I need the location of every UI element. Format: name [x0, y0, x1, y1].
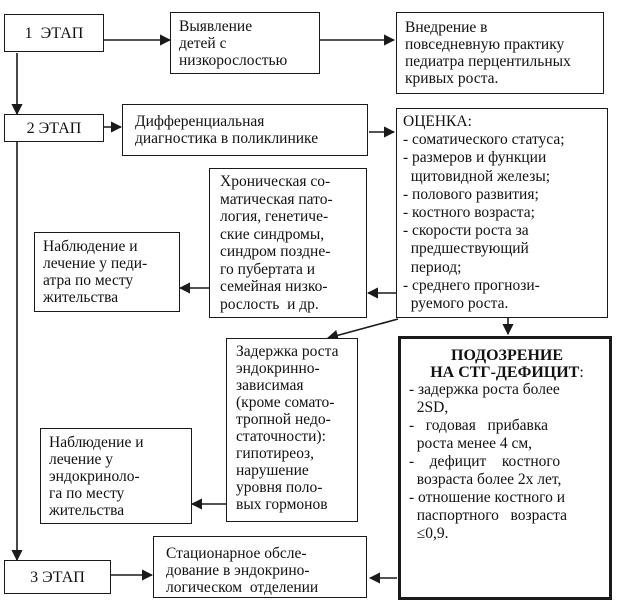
chronic-box: Хроническая со- матическая пато- логия, … — [209, 168, 367, 318]
suspicion-colon: : — [579, 364, 584, 381]
suspicion-title-text: ПОДОЗРЕНИЕ НА СТГ-ДЕФИЦИТ — [430, 347, 580, 381]
stage-2-label: 2 ЭТАП — [26, 119, 82, 137]
suspicion-title: ПОДОЗРЕНИЕ НА СТГ-ДЕФИЦИТ: — [409, 347, 605, 381]
assessment-box: ОЦЕНКА: - соматического статуса; - разме… — [396, 108, 608, 318]
suspicion-box: ПОДОЗРЕНИЕ НА СТГ-ДЕФИЦИТ: - задержка ро… — [398, 336, 612, 600]
endocrine-delay-text: Задержка роста эндокринно- зависимая (кр… — [236, 343, 339, 513]
pediatrician-text: Наблюдение и лечение у педи- атра по мес… — [43, 238, 148, 306]
inpatient-box: Стационарное обсле- дование в эндокрино-… — [153, 536, 367, 598]
endocrinologist-box: Наблюдение и лечение у эндокриноло- га п… — [40, 428, 192, 524]
differential-text: Дифференциальная диагностика в поликлини… — [135, 113, 319, 147]
stage-1-box: 1 ЭТАП — [4, 14, 104, 52]
stage-3-label: 3 ЭТАП — [30, 568, 85, 586]
implementation-text: Внедрение в повседневную практику педиат… — [405, 19, 571, 87]
implementation-box: Внедрение в повседневную практику педиат… — [396, 12, 604, 94]
endocrine-delay-box: Задержка роста эндокринно- зависимая (кр… — [226, 338, 358, 522]
stage-2-box: 2 ЭТАП — [4, 114, 104, 142]
arrow-assessment-to-endocrine-delay — [326, 318, 399, 341]
suspicion-text: - задержка роста более 2SD, - годовая пр… — [409, 381, 567, 542]
endocrinologist-text: Наблюдение и лечение у эндокриноло- га п… — [49, 434, 144, 519]
stage-1-label: 1 ЭТАП — [24, 24, 84, 42]
detection-box: Выявление детей с низкорослостью — [170, 12, 320, 74]
chronic-text: Хроническая со- матическая пато- логия, … — [220, 173, 333, 313]
differential-box: Дифференциальная диагностика в поликлини… — [122, 104, 368, 156]
assessment-text: ОЦЕНКА: - соматического статуса; - разме… — [403, 113, 565, 313]
inpatient-text: Стационарное обсле- дование в эндокрино-… — [166, 545, 319, 596]
detection-text: Выявление детей с низкорослостью — [179, 18, 288, 69]
pediatrician-box: Наблюдение и лечение у педи- атра по мес… — [34, 232, 180, 312]
stage-3-box: 3 ЭТАП — [4, 560, 111, 594]
